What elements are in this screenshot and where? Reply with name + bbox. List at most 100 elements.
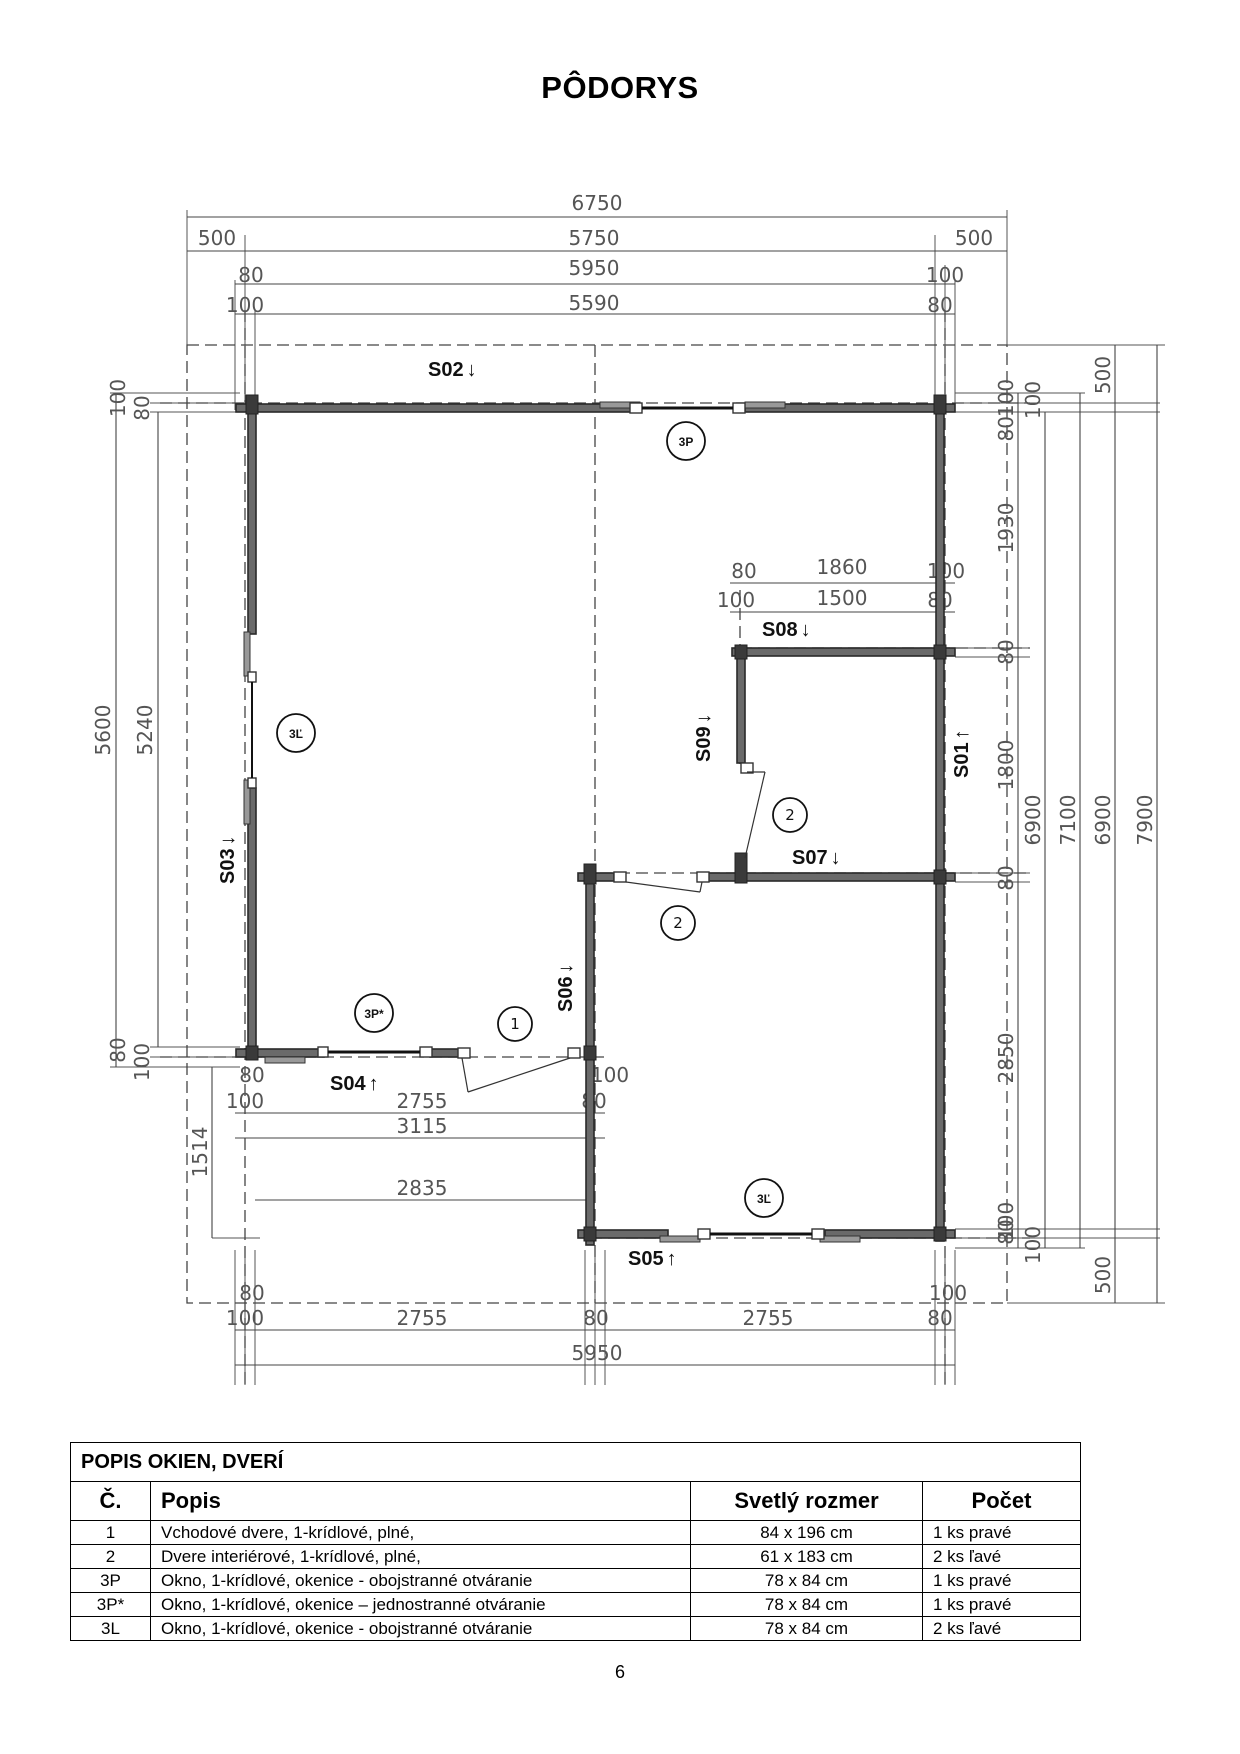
dim-1514: 1514 — [188, 1127, 212, 1178]
label-s09: S09↓ — [693, 713, 715, 762]
marker-3p: 3P — [679, 435, 694, 449]
dim-6900-a: 6900 — [1021, 795, 1045, 846]
page-number: 6 — [614, 1662, 625, 1682]
dim-3115: 3115 — [397, 1114, 448, 1138]
dim-6750: 6750 — [572, 191, 623, 215]
dim-2755-bottom-a: 2755 — [397, 1306, 448, 1330]
dim-100-bottom-a: 100 — [226, 1306, 264, 1330]
dim-80-porch-left: 80 — [239, 1063, 264, 1087]
label-s01: S01↑ — [951, 729, 973, 778]
marker-2-upper: 2 — [785, 806, 795, 824]
inner-dimensions: 80 1860 100 100 1500 80 — [717, 555, 965, 613]
dim-80-left-top: 80 — [130, 395, 154, 420]
label-s07: S07↓ — [792, 847, 841, 869]
opening-markers: 3P 3Ľ 3P* 3Ľ 1 2 2 — [276, 421, 808, 1218]
dim-100-inner-left: 100 — [717, 588, 755, 612]
marker-2-lower: 2 — [673, 914, 683, 932]
dim-100-top-right: 100 — [926, 263, 964, 287]
dim-80-inner: 80 — [731, 559, 756, 583]
porch-dimensions: 80 100 100 2755 80 3115 2835 — [226, 1063, 629, 1201]
row-desc: Vchodové dvere, 1-krídlové, plné, — [150, 1520, 691, 1545]
dim-1930: 1930 — [994, 503, 1018, 554]
row-size: 78 x 84 cm — [690, 1568, 923, 1593]
door-1-entrance — [457, 1047, 581, 1093]
dim-2850: 2850 — [994, 1033, 1018, 1084]
dim-1500: 1500 — [817, 586, 868, 610]
dim-5240: 5240 — [133, 705, 157, 756]
dim-500-right-top: 500 — [1091, 356, 1115, 394]
row-desc: Okno, 1-krídlové, okenice – jednostranné… — [150, 1592, 691, 1617]
row-size: 61 x 183 cm — [690, 1544, 923, 1569]
marker-1: 1 — [510, 1015, 520, 1033]
table-row: 3P Okno, 1-krídlové, okenice - obojstran… — [70, 1568, 1082, 1593]
table-row: 2 Dvere interiérové, 1-krídlové, plné, 6… — [70, 1544, 1082, 1569]
left-dimensions: 5600 5240 100 80 80 100 1514 — [91, 379, 213, 1238]
door-2-s07 — [613, 871, 710, 893]
dim-2755-bottom-b: 2755 — [743, 1306, 794, 1330]
row-count: 2 ks ľavé — [921, 1616, 1082, 1641]
floor-plan: 6750 500 5750 500 80 5950 100 100 5590 8… — [91, 191, 1165, 1385]
dim-6900-b: 6900 — [1091, 795, 1115, 846]
row-num: 3L — [70, 1616, 151, 1641]
row-num: 3P* — [70, 1592, 151, 1617]
dim-1860: 1860 — [817, 555, 868, 579]
row-num: 1 — [70, 1520, 151, 1545]
dim-80-right-a: 80 — [994, 416, 1018, 441]
marker-3p-star: 3P* — [364, 1007, 384, 1021]
door-2-s09 — [740, 762, 766, 859]
row-count: 1 ks pravé — [921, 1520, 1082, 1545]
row-count: 1 ks pravé — [921, 1568, 1082, 1593]
window-3p-top — [599, 401, 786, 414]
wall-labels: S02↓ S08↓ S07↓ S04↑ S05↑ S03↓ S09↓ S06↓ … — [217, 359, 973, 1270]
right-dimensions: 100 80 1930 80 1800 80 2850 80 100 6900 … — [994, 345, 1158, 1303]
header-size: Svetlý rozmer — [690, 1481, 923, 1521]
dim-80-bottom-a: 80 — [239, 1281, 264, 1305]
header-num: Č. — [70, 1481, 151, 1521]
dim-100-porch-right: 100 — [591, 1063, 629, 1087]
table-caption: POPIS OKIEN, DVERÍ — [69, 1442, 1082, 1482]
label-s06: S06↓ — [555, 963, 577, 1012]
dim-100-right-a: 100 — [994, 379, 1018, 417]
openings-table: POPIS OKIEN, DVERÍ Č. Popis Svetlý rozme… — [69, 1442, 1082, 1641]
row-size: 84 x 196 cm — [690, 1520, 923, 1545]
dim-100-bottom-b: 100 — [929, 1281, 967, 1305]
label-s08: S08↓ — [762, 619, 811, 641]
row-desc: Dvere interiérové, 1-krídlové, plné, — [150, 1544, 691, 1569]
window-3l-left — [243, 631, 257, 825]
dim-80-right-d: 80 — [994, 1219, 1018, 1244]
dim-100-right-b: 100 — [1021, 381, 1045, 419]
table-row: 3L Okno, 1-krídlové, okenice - obojstran… — [70, 1616, 1082, 1641]
row-size: 78 x 84 cm — [690, 1616, 923, 1641]
dim-80-right-c: 80 — [994, 865, 1018, 890]
row-desc: Okno, 1-krídlové, okenice - obojstranné … — [150, 1616, 691, 1641]
dim-80-right-b: 80 — [994, 639, 1018, 664]
row-count: 1 ks pravé — [921, 1592, 1082, 1617]
dim-100-porch-left: 100 — [226, 1089, 264, 1113]
roof-outline — [160, 310, 1030, 1385]
dim-5590: 5590 — [569, 291, 620, 315]
dim-500-left: 500 — [198, 226, 236, 250]
walls — [235, 394, 956, 1246]
dim-500-right: 500 — [955, 226, 993, 250]
bottom-dimensions: 80 100 2755 80 2755 100 80 5950 — [226, 1281, 967, 1366]
marker-3l-left: 3Ľ — [289, 727, 303, 741]
row-count: 2 ks ľavé — [921, 1544, 1082, 1569]
dim-5600: 5600 — [91, 705, 115, 756]
dim-7100: 7100 — [1056, 795, 1080, 846]
dim-5950-top: 5950 — [569, 256, 620, 280]
dim-100-top-left: 100 — [226, 293, 264, 317]
header-count: Počet — [921, 1481, 1082, 1521]
dim-80-left-bottom: 80 — [106, 1037, 130, 1062]
dim-500-right-bottom: 500 — [1091, 1256, 1115, 1294]
label-s03: S03↓ — [217, 835, 239, 884]
row-num: 3P — [70, 1568, 151, 1593]
row-size: 78 x 84 cm — [690, 1592, 923, 1617]
row-desc: Okno, 1-krídlové, okenice - obojstranné … — [150, 1568, 691, 1593]
dim-80-bottom-b: 80 — [583, 1306, 608, 1330]
dim-5950-bottom: 5950 — [572, 1341, 623, 1365]
dim-100-inner-right: 100 — [927, 559, 965, 583]
dim-100-left-bottom: 100 — [130, 1043, 154, 1081]
dim-80-top: 80 — [238, 263, 263, 287]
label-s02: S02↓ — [428, 359, 477, 381]
header-desc: Popis — [150, 1481, 691, 1521]
